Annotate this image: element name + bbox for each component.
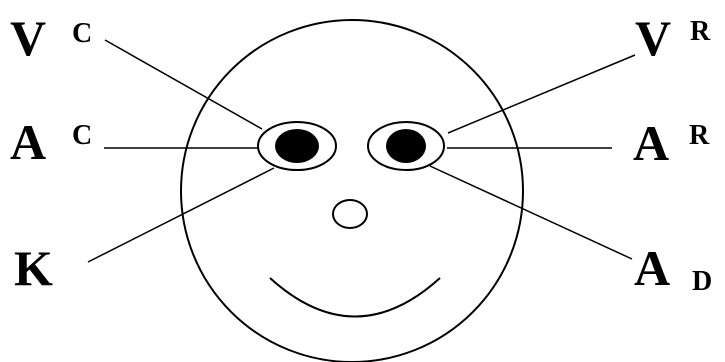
label-ad-letter: A — [634, 240, 670, 296]
left-eye — [258, 122, 336, 170]
nose — [333, 200, 367, 228]
label-ad-sub: D — [692, 266, 712, 297]
label-ar-letter: A — [633, 115, 669, 171]
label-ac-letter: A — [10, 114, 46, 170]
mouth — [270, 278, 440, 317]
label-vc-sub: C — [72, 18, 92, 49]
pointer-ad — [430, 166, 632, 259]
head-outline — [181, 20, 523, 362]
left-pupil — [275, 129, 319, 163]
right-pupil — [386, 129, 426, 163]
label-vr-sub: R — [690, 16, 711, 47]
right-eye — [368, 122, 444, 170]
pointer-vc — [105, 40, 262, 129]
label-vc-letter: V — [10, 10, 46, 66]
label-ar-sub: R — [689, 120, 710, 151]
label-k-letter: K — [14, 240, 53, 296]
label-ac-sub: C — [72, 120, 92, 151]
label-vr-letter: V — [635, 10, 671, 66]
pointer-vr — [448, 55, 635, 133]
